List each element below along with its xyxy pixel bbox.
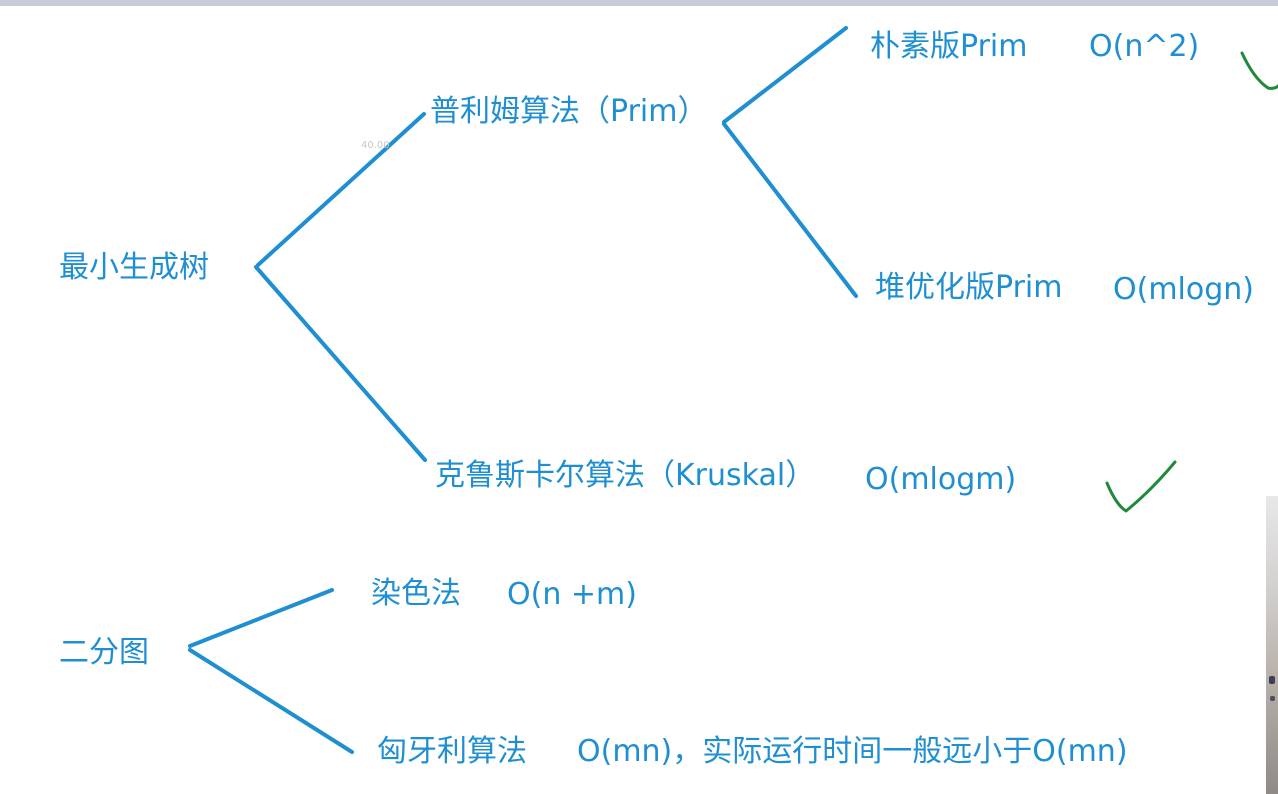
branch-line-bipartite-to-hungarian	[188, 648, 354, 754]
checkmark-prim-naive	[1240, 51, 1278, 90]
mst-root-label: 最小生成树	[59, 250, 209, 285]
webcam-overlay	[1266, 496, 1278, 794]
hungarian-complexity: O(mn)，实际运行时间一般远小于O(mn)	[577, 734, 1128, 769]
coloring-complexity: O(n +m)	[507, 577, 637, 612]
coloring-label: 染色法	[371, 576, 461, 611]
kruskal-complexity: O(mlogm)	[865, 462, 1017, 497]
hungarian-label: 匈牙利算法	[377, 734, 527, 769]
branch-line-mst-to-prim	[256, 112, 426, 267]
webcam-detail	[1270, 696, 1275, 701]
webcam-detail	[1269, 676, 1275, 684]
bipartite-root-label: 二分图	[59, 635, 149, 670]
prim-naive-complexity: O(n^2)	[1089, 29, 1200, 64]
kruskal-label: 克鲁斯卡尔算法（Kruskal）	[435, 458, 816, 493]
checkmark-kruskal	[1105, 460, 1177, 513]
prim-label: 普利姆算法（Prim）	[430, 94, 708, 129]
prim-heap-complexity: O(mlogn)	[1113, 272, 1254, 307]
branch-line-mst-to-kruskal	[254, 265, 427, 462]
branch-line-prim-to-heap	[722, 122, 858, 298]
prim-heap-label: 堆优化版Prim	[875, 270, 1063, 305]
prim-naive-label: 朴素版Prim	[870, 29, 1028, 64]
branch-line-bipartite-to-coloring	[188, 588, 334, 648]
branch-line-prim-to-naive	[722, 26, 848, 124]
faint-mark: 40.00	[361, 140, 390, 151]
window-top-bar	[0, 0, 1278, 6]
